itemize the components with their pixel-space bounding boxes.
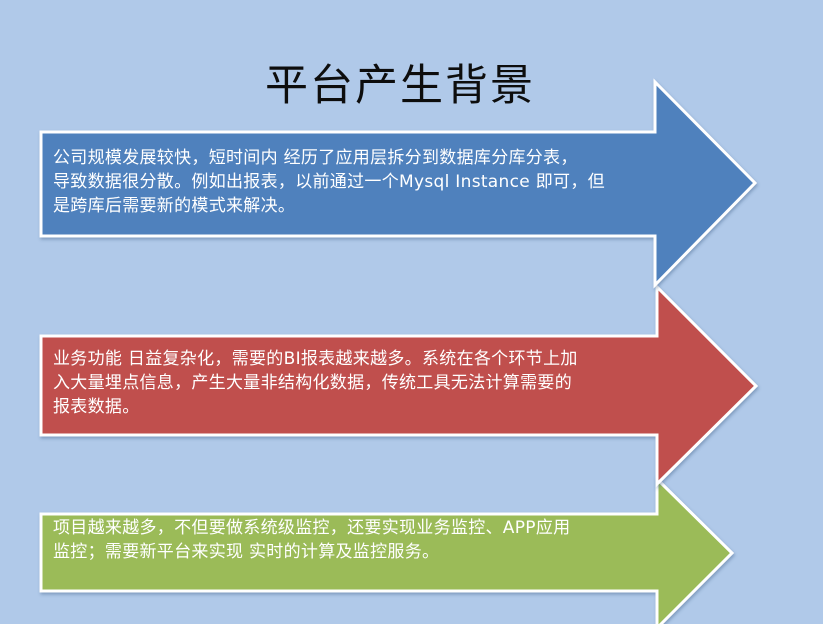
text-line: 报表数据。: [53, 397, 140, 417]
arrow-1-text: 公司规模发展较快，短时间内 经历了应用层拆分到数据库分库分表， 导致数据很分散。…: [53, 146, 703, 218]
text-line: 业务功能 日益复杂化，需要的BI报表越来越多。系统在各个环节上加: [53, 349, 578, 369]
text-line: 项目越来越多，不但要做系统级监控，还要实现业务监控、APP应用: [53, 518, 571, 538]
text-line: 导致数据很分散。例如出报表，以前通过一个Mysql Instance 即可，但: [53, 172, 605, 192]
arrow-2-shape: [39, 283, 759, 488]
text-line: 入大量埋点信息，产生大量非结构化数据，传统工具无法计算需要的: [53, 373, 572, 393]
text-line: 是跨库后需要新的模式来解决。: [53, 196, 296, 216]
arrow-1-shape: [39, 78, 758, 289]
arrow-2-text: 业务功能 日益复杂化，需要的BI报表越来越多。系统在各个环节上加 入大量埋点信息…: [53, 347, 703, 419]
arrow-3-shape: [39, 475, 735, 624]
text-line: 公司规模发展较快，短时间内 经历了应用层拆分到数据库分库分表，: [53, 148, 578, 168]
arrow-3-text: 项目越来越多，不但要做系统级监控，还要实现业务监控、APP应用 监控；需要新平台…: [53, 516, 703, 564]
slide-title: 平台产生背景: [265, 61, 535, 111]
text-line: 监控；需要新平台来实现 实时的计算及监控服务。: [53, 542, 440, 562]
